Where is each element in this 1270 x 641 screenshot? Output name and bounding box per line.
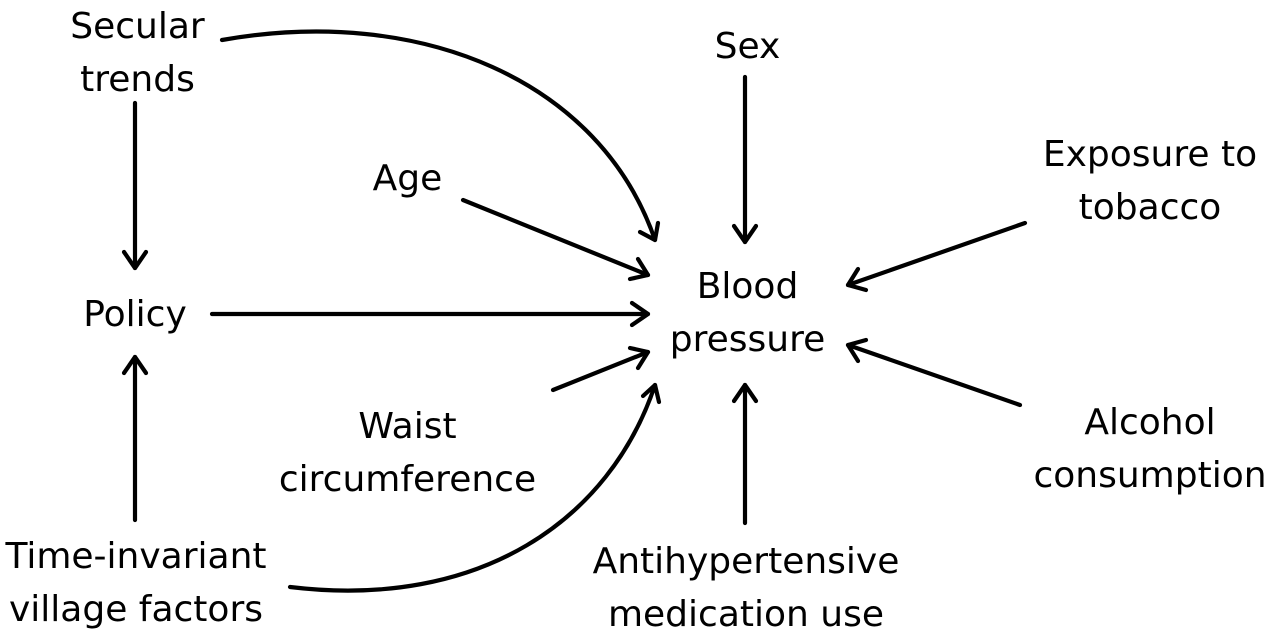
node-secular-trends: Secular trends [20, 0, 255, 106]
node-label-line: pressure [669, 319, 826, 360]
edge-age-to-bp [460, 197, 651, 282]
edge-timeinvariant-to-bp [287, 382, 662, 593]
edge-line [460, 197, 651, 278]
edge-secular-to-bp [219, 29, 661, 243]
node-label-line: Blood [696, 266, 799, 307]
node-label-line: trends [80, 59, 195, 100]
edge-sex-to-bp [731, 74, 759, 245]
node-policy: Policy [55, 288, 215, 341]
node-label-line: medication use [607, 594, 885, 635]
node-alcohol-consumption: Alcohol consumption [1030, 396, 1270, 502]
node-label-line: village factors [8, 589, 264, 630]
edge-curve [219, 29, 658, 243]
node-blood-pressure: Blood pressure [655, 260, 840, 366]
node-label-line: consumption [1033, 455, 1267, 496]
arrowhead [637, 220, 661, 243]
node-label-line: Policy [83, 294, 187, 335]
arrowhead [845, 266, 869, 293]
edge-line [845, 220, 1028, 288]
node-exposure-to-tobacco: Exposure to tobacco [1030, 128, 1270, 234]
arrowhead [627, 345, 651, 371]
arrowhead [629, 300, 651, 328]
node-time-invariant-village-factors: Time-invariant village factors [0, 530, 272, 636]
arrowhead [731, 382, 759, 404]
edge-tobacco-to-bp [845, 220, 1028, 293]
edge-curve [287, 382, 658, 593]
node-label-line: Secular [70, 6, 205, 47]
edge-line [550, 349, 651, 393]
node-label-line: Time-invariant [5, 536, 267, 577]
arrowhead [627, 256, 651, 282]
edge-antihyp-to-bp [731, 382, 759, 526]
node-age: Age [355, 152, 460, 205]
edge-alcohol-to-bp [845, 337, 1023, 408]
node-waist-circumference: Waist circumference [270, 400, 545, 506]
node-label-line: Antihypertensive [592, 541, 900, 582]
node-label-line: Exposure to [1042, 134, 1258, 175]
arrowhead [121, 354, 149, 376]
node-label-line: Alcohol [1084, 402, 1216, 443]
edge-secular-to-policy [121, 100, 149, 271]
node-antihypertensive-medication-use: Antihypertensive medication use [582, 535, 910, 641]
node-sex: Sex [700, 20, 795, 73]
node-label-line: Waist [358, 406, 457, 447]
node-label-line: circumference [278, 459, 537, 500]
edge-waist-to-bp [550, 345, 651, 393]
node-label-line: Sex [714, 26, 781, 67]
node-label-line: tobacco [1078, 187, 1222, 228]
arrowhead [640, 382, 662, 405]
edge-policy-to-bp [209, 300, 651, 328]
node-label-line: Age [372, 158, 443, 199]
edge-timeinvariant-to-policy [121, 354, 149, 523]
arrowhead [845, 337, 869, 364]
edge-line [845, 342, 1023, 408]
arrowhead [731, 223, 759, 245]
arrowhead [121, 249, 149, 271]
